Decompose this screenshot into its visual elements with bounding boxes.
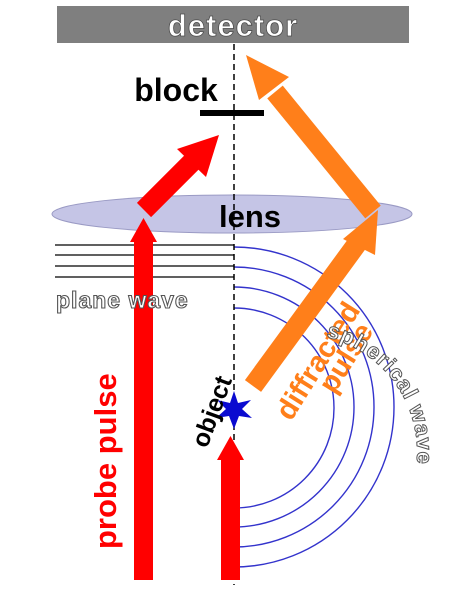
plane-wave-label: plane wave <box>56 287 189 313</box>
block-bar <box>200 110 264 116</box>
detector-bar <box>57 6 409 43</box>
probe-beam-center <box>221 460 240 580</box>
block-label: block <box>134 72 218 108</box>
probe-deflected-arrowhead <box>177 135 219 177</box>
diffracted-arrowhead-upper <box>246 55 289 100</box>
object-star <box>216 391 252 429</box>
diffracted-arrowhead-lower <box>343 210 378 255</box>
probe-arrowhead-center <box>217 436 244 460</box>
probe-beam-left <box>134 242 153 580</box>
spherical-wave-arcs <box>233 246 395 568</box>
lens-label: lens <box>219 199 281 234</box>
diffracted-beam-upper <box>267 85 381 219</box>
probe-deflected-beam <box>136 154 200 218</box>
detector-label: detector <box>168 8 298 43</box>
diffracted-beam-lower <box>244 235 368 392</box>
probe-arrowhead-left <box>130 218 157 242</box>
probe-pulse-label: probe pulse <box>88 373 123 549</box>
